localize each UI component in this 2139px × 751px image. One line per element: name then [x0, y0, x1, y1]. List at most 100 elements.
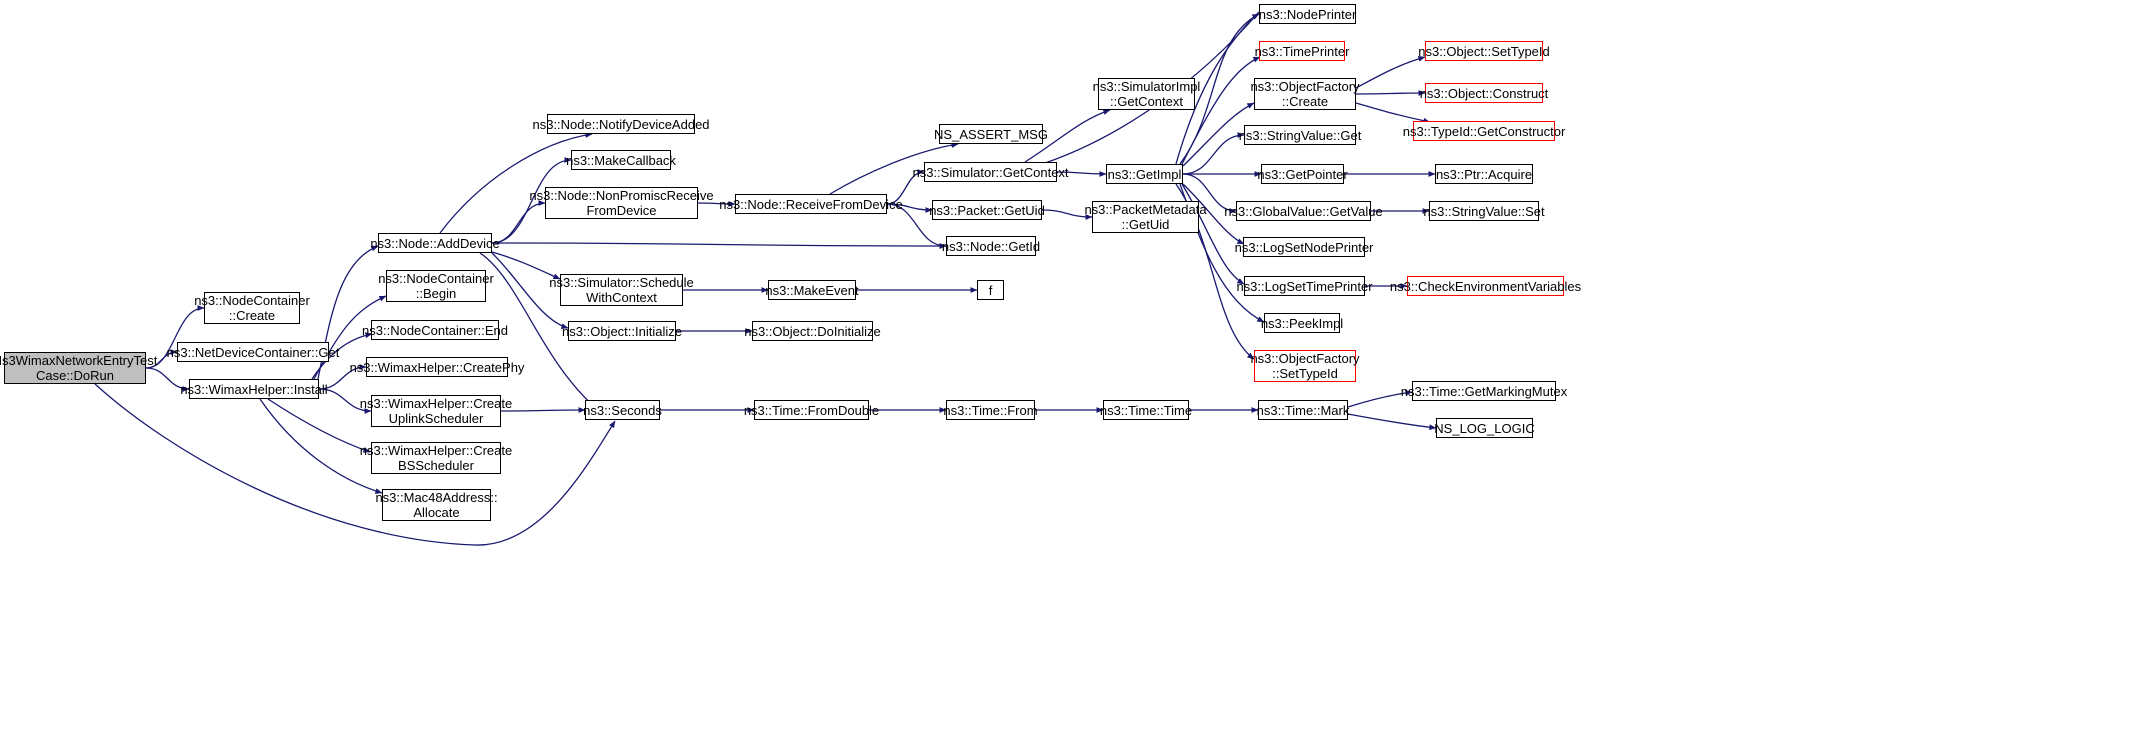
- edge-getimpl-to-objfactory-create: [1182, 102, 1255, 167]
- node-nodeprinter[interactable]: ns3::NodePrinter: [1259, 4, 1356, 24]
- node-globalvalue-getvalue[interactable]: ns3::GlobalValue::GetValue: [1224, 201, 1383, 221]
- node-label-line: Ns3WimaxNetworkEntryTest: [0, 353, 158, 368]
- node-label-line: BSScheduler: [398, 458, 474, 473]
- node-node-receive[interactable]: ns3::Node::ReceiveFromDevice: [719, 194, 903, 214]
- node-stringvalue-set[interactable]: ns3::StringValue::Set: [1423, 201, 1545, 221]
- node-timeprinter[interactable]: ns3::TimePrinter: [1255, 41, 1349, 61]
- node-label-line: ns3::Time::GetMarkingMutex: [1400, 383, 1568, 399]
- node-label-line: ns3::Seconds: [583, 402, 662, 418]
- node-wh-createphy[interactable]: ns3::WimaxHelper::CreatePhy: [350, 357, 524, 377]
- node-typeid-getconstructor[interactable]: ns3::TypeId::GetConstructor: [1403, 121, 1565, 141]
- node-nc-create[interactable]: ns3::NodeContainer::Create: [194, 292, 310, 324]
- node-f[interactable]: f: [977, 280, 1004, 300]
- node-time-fromdouble[interactable]: ns3::Time::FromDouble: [744, 400, 879, 420]
- node-label-line: ns3::Time::Mark: [1256, 402, 1350, 418]
- node-label-line: ns3::Simulator::GetContext: [912, 164, 1069, 180]
- edge-node-receive-to-ns-assert: [829, 142, 959, 195]
- edge-wh-install-to-wh-createuplink: [318, 388, 372, 414]
- node-getpointer[interactable]: ns3::GetPointer: [1257, 164, 1348, 184]
- node-label-line: ::Create: [1281, 94, 1329, 109]
- node-label-line: ns3::WimaxHelper::CreatePhy: [349, 359, 525, 375]
- node-packet-getuid[interactable]: ns3::Packet::GetUid: [929, 200, 1045, 220]
- node-label-line: ns3::ObjectFactory: [1250, 79, 1360, 94]
- node-label-line: ns3::NodeContainer::End: [362, 322, 508, 338]
- node-seconds[interactable]: ns3::Seconds: [583, 400, 662, 420]
- node-mac48-allocate[interactable]: ns3::Mac48Address::Allocate: [375, 489, 498, 521]
- edge-objfactory-create-to-obj-settypeid: [1355, 55, 1426, 89]
- node-label-line: ns3::StringValue::Set: [1423, 203, 1545, 219]
- node-label-line: ns3::Node::NotifyDeviceAdded: [532, 116, 710, 132]
- edge-getimpl-to-stringvalue-get: [1182, 132, 1245, 175]
- node-label-line: f: [988, 282, 993, 298]
- edge-node-adddevice-to-node-getid: [491, 242, 947, 249]
- node-node-getid[interactable]: ns3::Node::GetId: [942, 236, 1040, 256]
- node-label-line: ns3::Packet::GetUid: [929, 202, 1045, 218]
- node-label-line: FromDevice: [586, 203, 657, 218]
- node-label-line: ns3::Node::GetId: [941, 238, 1041, 254]
- edge-getimpl-to-sim-getcontext: [1032, 11, 1260, 168]
- node-label-line: ns3::WimaxHelper::Create: [359, 396, 513, 411]
- node-ns-assert[interactable]: NS_ASSERT_MSG: [934, 124, 1048, 144]
- node-time-mark[interactable]: ns3::Time::Mark: [1256, 400, 1350, 420]
- node-obj-construct[interactable]: ns3::Object::Construct: [1420, 83, 1548, 103]
- node-obj-doinitialize[interactable]: ns3::Object::DoInitialize: [744, 321, 881, 341]
- node-label-line: Allocate: [413, 505, 460, 520]
- node-objfactory-create[interactable]: ns3::ObjectFactory::Create: [1250, 78, 1360, 110]
- node-checkenv[interactable]: ns3::CheckEnvironmentVariables: [1390, 276, 1581, 296]
- edge-wh-install-to-wh-createphy: [318, 364, 367, 390]
- node-ndc-get[interactable]: ns3::NetDeviceContainer::Get: [167, 342, 339, 362]
- node-node-notify[interactable]: ns3::Node::NotifyDeviceAdded: [532, 114, 710, 134]
- edge-getimpl-to-logsetnodeprinter: [1182, 183, 1245, 245]
- node-label-line: ns3::Object::DoInitialize: [744, 323, 881, 339]
- node-label-line: ns3::NetDeviceContainer::Get: [166, 344, 340, 360]
- node-ns-log-logic[interactable]: NS_LOG_LOGIC: [1434, 418, 1535, 438]
- node-label-line: UplinkScheduler: [388, 411, 484, 426]
- node-label-line: ns3::Object::Construct: [1419, 85, 1549, 101]
- node-label-line: ns3::MakeCallback: [566, 152, 676, 168]
- node-objfactory-settypeid[interactable]: ns3::ObjectFactory::SetTypeId: [1250, 350, 1360, 382]
- node-label-line: ::GetUid: [1121, 217, 1170, 232]
- node-label-line: ns3::TimePrinter: [1254, 43, 1350, 59]
- node-makeevent[interactable]: ns3::MakeEvent: [765, 280, 859, 300]
- node-time-from[interactable]: ns3::Time::From: [943, 400, 1038, 420]
- node-nc-end[interactable]: ns3::NodeContainer::End: [362, 320, 508, 340]
- node-label-line: ns3::PacketMetadata: [1084, 202, 1207, 217]
- node-time-getmarkingmutex[interactable]: ns3::Time::GetMarkingMutex: [1401, 381, 1567, 401]
- node-label-line: ns3::LogSetTimePrinter: [1236, 278, 1373, 294]
- node-logsetnodeprinter[interactable]: ns3::LogSetNodePrinter: [1235, 237, 1373, 257]
- node-label-line: ns3::LogSetNodePrinter: [1234, 239, 1374, 255]
- node-label-line: ns3::MakeEvent: [765, 282, 859, 298]
- edge-node-receive-to-node-getid: [886, 203, 947, 249]
- node-label-line: ns3::NodeContainer: [378, 271, 494, 286]
- node-label-line: ns3::Object::Initialize: [562, 323, 682, 339]
- node-time-time[interactable]: ns3::Time::Time: [1100, 400, 1192, 420]
- node-ptr-acquire[interactable]: ns3::Ptr::Acquire: [1435, 164, 1533, 184]
- node-makecallback[interactable]: ns3::MakeCallback: [566, 150, 676, 170]
- node-simimpl-getcontext[interactable]: ns3::SimulatorImpl::GetContext: [1093, 78, 1200, 110]
- edge-wh-install-to-nc-end: [311, 332, 373, 380]
- node-node-adddevice[interactable]: ns3::Node::AddDevice: [370, 233, 500, 253]
- node-obj-settypeid[interactable]: ns3::Object::SetTypeId: [1418, 41, 1550, 61]
- edge-time-mark-to-time-getmarkingmutex: [1347, 389, 1413, 408]
- node-logsettimeprinter[interactable]: ns3::LogSetTimePrinter: [1236, 276, 1373, 296]
- node-sim-getcontext[interactable]: ns3::Simulator::GetContext: [912, 162, 1069, 182]
- edge-wh-install-to-wh-createbs: [267, 398, 371, 453]
- node-label-line: ns3::Mac48Address::: [375, 490, 498, 505]
- node-pmeta-getuid[interactable]: ns3::PacketMetadata::GetUid: [1084, 201, 1207, 233]
- node-label-line: ns3::Time::FromDouble: [743, 402, 880, 418]
- edge-node-adddevice-to-obj-initialize: [491, 252, 569, 329]
- node-obj-initialize[interactable]: ns3::Object::Initialize: [562, 321, 682, 341]
- node-stringvalue-get[interactable]: ns3::StringValue::Get: [1239, 125, 1361, 145]
- node-getimpl[interactable]: ns3::GetImpl: [1106, 164, 1183, 184]
- node-wh-install[interactable]: ns3::WimaxHelper::Install: [180, 379, 328, 399]
- node-label-line: NS_ASSERT_MSG: [934, 126, 1048, 142]
- node-label-line: ns3::ObjectFactory: [1250, 351, 1360, 366]
- node-peekimpl[interactable]: ns3::PeekImpl: [1261, 313, 1343, 333]
- node-nc-begin[interactable]: ns3::NodeContainer::Begin: [378, 270, 494, 302]
